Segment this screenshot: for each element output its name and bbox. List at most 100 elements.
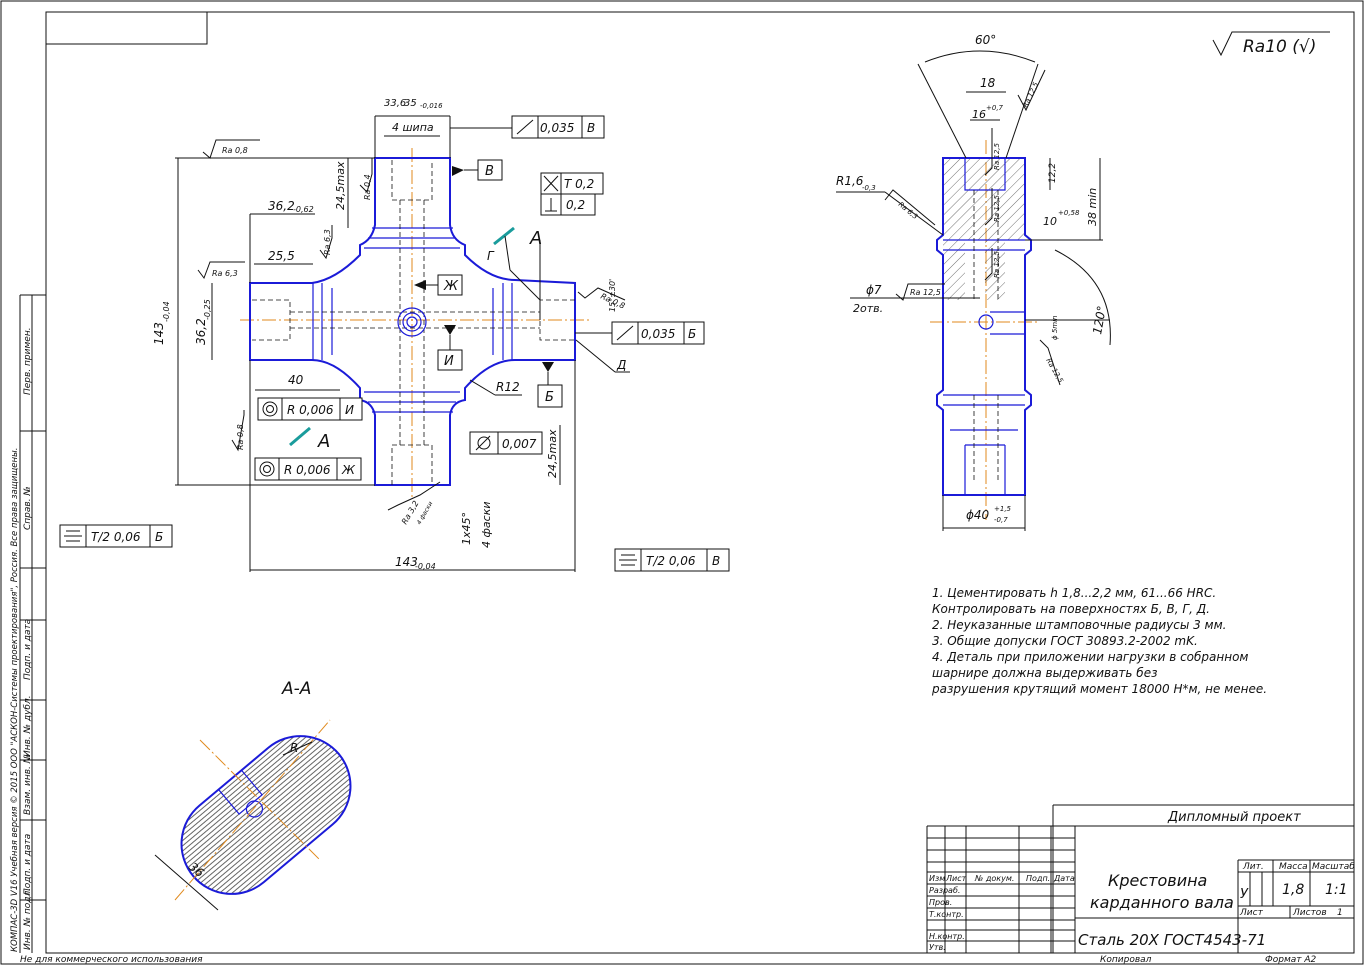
svg-text:Листов: Листов bbox=[1292, 908, 1327, 918]
svg-text:Т/2 0,06: Т/2 0,06 bbox=[646, 554, 696, 568]
svg-text:R1,6: R1,6 bbox=[836, 174, 864, 188]
svg-text:0,007: 0,007 bbox=[502, 437, 537, 451]
svg-text:Масштаб: Масштаб bbox=[1312, 862, 1355, 872]
svg-text:-0,04: -0,04 bbox=[415, 562, 436, 571]
base-v: В bbox=[452, 159, 503, 181]
tol-round-i: R 0,006 И bbox=[257, 397, 363, 421]
svg-text:-0,04: -0,04 bbox=[162, 301, 171, 322]
svg-text:24,5max: 24,5max bbox=[546, 429, 559, 478]
cross-main-view: 143 -0,04 36,2 -0,62 25,5 36,2 -0,25 40 … bbox=[59, 98, 730, 572]
svg-text:Дата: Дата bbox=[1053, 874, 1075, 883]
svg-text:Подп.: Подп. bbox=[1026, 874, 1050, 883]
svg-text:разрушения крутящий момент 180: разрушения крутящий момент 18000 Н*м, не… bbox=[931, 682, 1267, 696]
svg-text:Ra 12,5: Ra 12,5 bbox=[910, 288, 941, 297]
svg-text:1: 1 bbox=[1337, 908, 1343, 918]
svg-text:Г: Г bbox=[487, 249, 495, 263]
svg-text:143: 143 bbox=[152, 322, 166, 345]
svg-text:Ra 6,3: Ra 6,3 bbox=[897, 200, 919, 221]
svg-text:Лист: Лист bbox=[945, 874, 967, 883]
svg-text:В: В bbox=[485, 164, 494, 179]
svg-text:В: В bbox=[587, 121, 595, 135]
svg-text:R: R bbox=[290, 741, 298, 755]
section-a-a: А-А R 36 bbox=[154, 679, 352, 911]
svg-text:Ra10 (√): Ra10 (√) bbox=[1243, 37, 1316, 57]
title-block: Дипломный проект Изм Лист № докум. Подп.… bbox=[20, 804, 1355, 965]
svg-text:И: И bbox=[345, 403, 354, 417]
svg-text:Т 0,2: Т 0,2 bbox=[564, 177, 594, 191]
svg-text:Ж: Ж bbox=[443, 279, 459, 294]
svg-text:Ж: Ж bbox=[341, 463, 356, 477]
noncommercial: Не для коммерческого использования bbox=[20, 955, 203, 965]
svg-text:25,5: 25,5 bbox=[268, 249, 295, 263]
section-title: А-А bbox=[281, 679, 311, 699]
svg-text:Ra 12,5: Ra 12,5 bbox=[1022, 81, 1041, 109]
tol-round-zh: R 0,006 Ж bbox=[254, 457, 362, 481]
svg-text:Н.контр.: Н.контр. bbox=[929, 932, 965, 941]
svg-text:R 0,006: R 0,006 bbox=[287, 403, 334, 417]
svg-text:40: 40 bbox=[288, 373, 304, 387]
svg-text:4 шипа: 4 шипа bbox=[392, 121, 434, 134]
svg-text:120°: 120° bbox=[1090, 305, 1109, 336]
svg-text:38 min: 38 min bbox=[1086, 188, 1099, 226]
svg-text:2отв.: 2отв. bbox=[853, 302, 883, 315]
svg-text:15°±30': 15°±30' bbox=[608, 279, 617, 312]
svg-text:Ra 0,4: Ra 0,4 bbox=[363, 174, 372, 200]
material: Сталь 20Х ГОСТ4543-71 bbox=[1078, 931, 1266, 949]
svg-text:ϕ 5min: ϕ 5min bbox=[1051, 316, 1059, 341]
svg-text:Т.контр.: Т.контр. bbox=[929, 910, 964, 919]
svg-text:36,2: 36,2 bbox=[194, 318, 208, 345]
svg-text:-0,7: -0,7 bbox=[994, 516, 1008, 524]
svg-text:1. Цементировать h 1,8...2,2 м: 1. Цементировать h 1,8...2,2 мм, 61...66… bbox=[932, 586, 1216, 600]
base-g: Г А bbox=[487, 226, 542, 320]
side-podp2: Подп. и дата bbox=[23, 834, 33, 895]
svg-text:Разраб.: Разраб. bbox=[929, 886, 960, 895]
svg-text:36,2: 36,2 bbox=[268, 199, 295, 213]
tol-runout-right: 0,035 Б bbox=[575, 321, 705, 345]
svg-text:3. Общие допуски ГОСТ 30893.2-: 3. Общие допуски ГОСТ 30893.2-2002 mK. bbox=[932, 634, 1198, 648]
svg-text:Утв.: Утв. bbox=[929, 943, 946, 952]
svg-text:143: 143 bbox=[395, 555, 418, 569]
svg-text:2. Неуказанные штамповочные ра: 2. Неуказанные штамповочные радиусы 3 мм… bbox=[932, 618, 1226, 632]
left-side-strip: Перв. примен. Справ. № Подп. и дата Инв.… bbox=[10, 294, 46, 953]
svg-text:У: У bbox=[1240, 887, 1249, 902]
svg-text:Контролировать на поверхностях: Контролировать на поверхностях Б, В, Г, … bbox=[932, 602, 1210, 616]
svg-text:0,035: 0,035 bbox=[641, 327, 675, 341]
section-marker-a2: А bbox=[289, 426, 330, 452]
svg-text:В: В bbox=[712, 554, 720, 568]
svg-text:0,035: 0,035 bbox=[540, 121, 574, 135]
svg-text:60°: 60° bbox=[975, 33, 996, 47]
svg-text:Лит.: Лит. bbox=[1242, 862, 1264, 872]
svg-text:Ra 12,5: Ra 12,5 bbox=[1044, 357, 1065, 385]
svg-text:ϕ7: ϕ7 bbox=[866, 283, 882, 297]
svg-text:33,6: 33,6 bbox=[384, 98, 406, 109]
svg-text:Б: Б bbox=[545, 390, 554, 405]
side-vzam: Взам. инв. № bbox=[23, 754, 33, 815]
svg-text:12,2: 12,2 bbox=[1048, 163, 1058, 183]
svg-text:0,2: 0,2 bbox=[566, 198, 585, 212]
svg-text:-0,62: -0,62 bbox=[293, 205, 314, 214]
svg-text:1x45°: 1x45° bbox=[460, 512, 473, 545]
svg-text:-0,016: -0,016 bbox=[420, 102, 443, 110]
part-title-line2: карданного вала bbox=[1090, 893, 1234, 912]
svg-text:Пров.: Пров. bbox=[929, 898, 952, 907]
side-podp1: Подп. и дата bbox=[23, 619, 33, 680]
svg-text:+1,5: +1,5 bbox=[994, 505, 1012, 513]
svg-text:+0,58: +0,58 bbox=[1058, 209, 1080, 217]
svg-text:18: 18 bbox=[980, 76, 996, 90]
svg-text:Ra 0,8: Ra 0,8 bbox=[222, 146, 248, 155]
svg-text:И: И bbox=[444, 354, 454, 369]
technical-notes: 1. Цементировать h 1,8...2,2 мм, 61...66… bbox=[931, 586, 1267, 696]
tol-cross: Т 0,2 0,2 bbox=[540, 172, 604, 216]
svg-text:1:1: 1:1 bbox=[1325, 882, 1348, 898]
tol-cyl: 0,007 bbox=[469, 431, 543, 455]
svg-text:+0,7: +0,7 bbox=[986, 104, 1004, 112]
svg-text:Ra 12,5: Ra 12,5 bbox=[993, 142, 1001, 170]
section-marker-a: А bbox=[529, 228, 542, 249]
base-b: Б bbox=[537, 362, 563, 408]
side-inv-podl: Инв. № подл. bbox=[23, 888, 33, 950]
part-title-line1: Крестовина bbox=[1108, 871, 1207, 890]
side-perv: Перв. примен. bbox=[23, 327, 33, 395]
svg-text:R12: R12 bbox=[496, 380, 520, 394]
svg-text:шарнире должна выдерживать без: шарнире должна выдерживать без bbox=[932, 666, 1157, 680]
